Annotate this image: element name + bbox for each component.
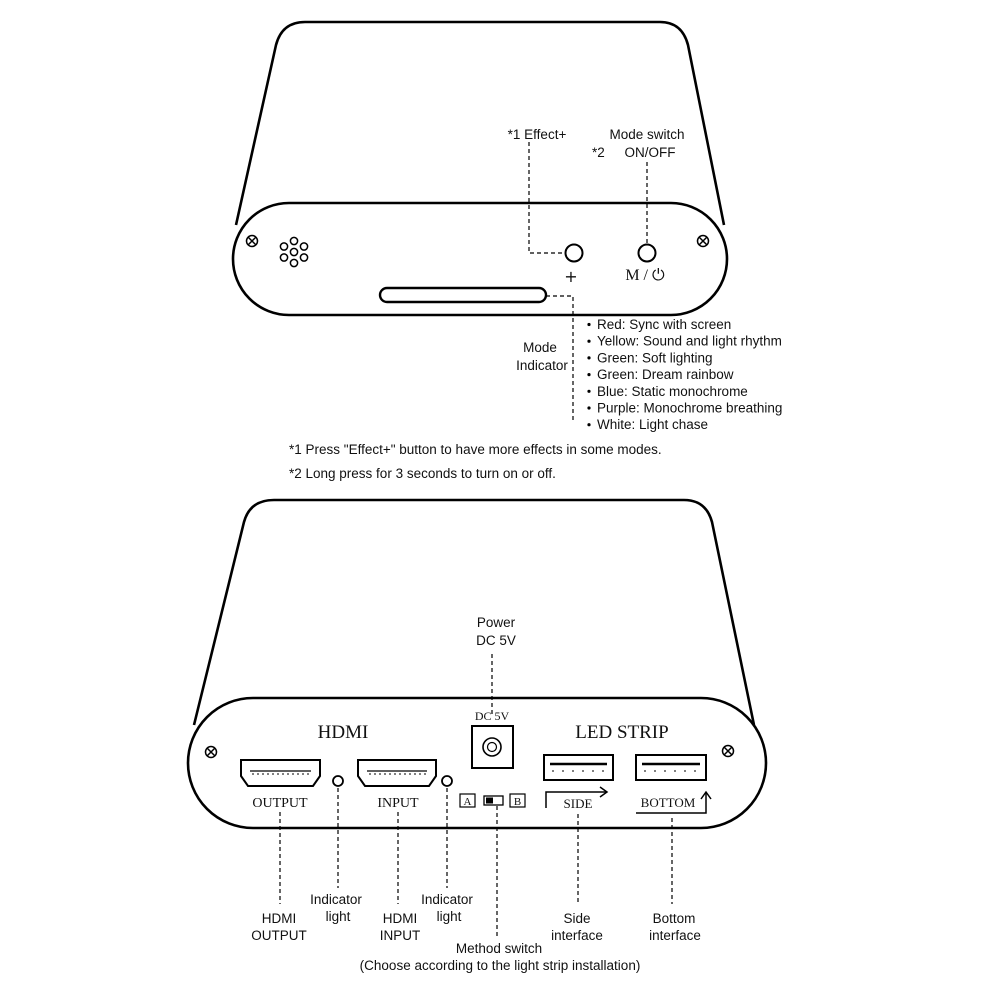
indicator-color-item: Blue: Static monochrome bbox=[597, 384, 748, 399]
led-strip-heading: LED STRIP bbox=[575, 722, 668, 743]
callout-hdmi-output-1: HDMI bbox=[262, 911, 297, 926]
screw-icon bbox=[721, 744, 735, 758]
power-label-1: Power bbox=[477, 615, 516, 630]
side-arrow-icon bbox=[545, 786, 609, 808]
mode-power-symbol: M / ⏻ bbox=[625, 267, 665, 284]
indicator-color-item: Purple: Monochrome breathing bbox=[597, 401, 782, 416]
plus-symbol: + bbox=[564, 267, 577, 286]
bottom-device: HDMI LED STRIP OUTPUT INPUT DC 5V A bbox=[186, 498, 768, 973]
mode-indicator-label-2: Indicator bbox=[516, 358, 568, 373]
bottom-front-panel bbox=[186, 696, 768, 830]
callout-hdmi-input-1: HDMI bbox=[383, 911, 418, 926]
switch-b-label: B bbox=[514, 796, 521, 808]
dc-label: DC 5V bbox=[475, 709, 510, 723]
method-switch-note: (Choose according to the light strip ins… bbox=[360, 958, 641, 973]
indicator-color-item: Green: Dream rainbow bbox=[597, 367, 734, 382]
mode-indicator-strip bbox=[378, 286, 548, 304]
input-port-label: INPUT bbox=[377, 796, 419, 811]
list-bullet bbox=[587, 373, 591, 377]
top-device: + M / ⏻ *1 Effect+ Mode switch *2 ON/OFF… bbox=[231, 20, 782, 432]
side-port-label: SIDE bbox=[564, 796, 593, 811]
hdmi-heading: HDMI bbox=[318, 722, 369, 743]
bottom-port-label: BOTTOM bbox=[641, 795, 696, 810]
mode-switch-label: Mode switch bbox=[609, 127, 684, 142]
mode-indicator-label-1: Mode bbox=[523, 340, 557, 355]
switch-a-label: A bbox=[464, 796, 472, 808]
microphone-icon bbox=[279, 236, 309, 268]
mode-switch-onoff: ON/OFF bbox=[625, 145, 676, 160]
callout-indicator-2-2: light bbox=[437, 909, 462, 924]
list-bullet bbox=[587, 339, 591, 343]
note-2: *2 Long press for 3 seconds to turn on o… bbox=[289, 466, 556, 481]
callout-indicator-1-1: Indicator bbox=[310, 892, 362, 907]
indicator-color-item: White: Light chase bbox=[597, 417, 708, 432]
callout-bottom-1: Bottom bbox=[653, 911, 696, 926]
screw-icon bbox=[245, 234, 259, 248]
screw-icon bbox=[204, 745, 218, 759]
effect-label: *1 Effect+ bbox=[508, 127, 567, 142]
hdmi-output-port[interactable] bbox=[240, 759, 321, 787]
callout-hdmi-output-2: OUTPUT bbox=[251, 928, 307, 943]
indicator-color-item: Red: Sync with screen bbox=[597, 317, 731, 332]
list-bullet bbox=[587, 356, 591, 360]
method-switch[interactable]: A B bbox=[459, 793, 526, 808]
callout-hdmi-input-2: INPUT bbox=[380, 928, 421, 943]
dc-power-jack[interactable] bbox=[471, 725, 514, 769]
bottom-usb-port[interactable] bbox=[635, 754, 707, 781]
screw-icon bbox=[696, 234, 710, 248]
callout-side-1: Side bbox=[563, 911, 590, 926]
list-bullet bbox=[587, 423, 591, 427]
bottom-arrow-icon bbox=[636, 790, 712, 814]
indicator-light-2 bbox=[441, 775, 453, 787]
effect-plus-button[interactable] bbox=[564, 243, 584, 263]
indicator-light-1 bbox=[332, 775, 344, 787]
callout-bottom-2: interface bbox=[649, 928, 701, 943]
list-bullet bbox=[587, 406, 591, 410]
bottom-device-body bbox=[192, 498, 756, 726]
list-bullet bbox=[587, 322, 591, 327]
hdmi-input-port[interactable] bbox=[357, 759, 437, 787]
side-usb-port[interactable] bbox=[543, 754, 614, 781]
callout-side-2: interface bbox=[551, 928, 603, 943]
effect-leader-line bbox=[528, 142, 565, 254]
top-device-body bbox=[234, 20, 726, 226]
mode-power-button[interactable] bbox=[637, 243, 657, 263]
top-front-panel bbox=[231, 201, 729, 317]
mode-indicator-leader-line bbox=[546, 295, 574, 420]
indicator-color-item: Green: Soft lighting bbox=[597, 350, 713, 365]
output-port-label: OUTPUT bbox=[252, 796, 308, 811]
indicator-color-item: Yellow: Sound and light rhythm bbox=[597, 334, 782, 349]
callout-indicator-2-1: Indicator bbox=[421, 892, 473, 907]
power-label-2: DC 5V bbox=[476, 633, 516, 648]
list-bullet bbox=[587, 389, 591, 393]
method-switch-label: Method switch bbox=[456, 941, 542, 956]
callout-indicator-1-2: light bbox=[326, 909, 351, 924]
note-1: *1 Press "Effect+" button to have more e… bbox=[289, 442, 662, 457]
mode-switch-marker: *2 bbox=[592, 145, 605, 160]
